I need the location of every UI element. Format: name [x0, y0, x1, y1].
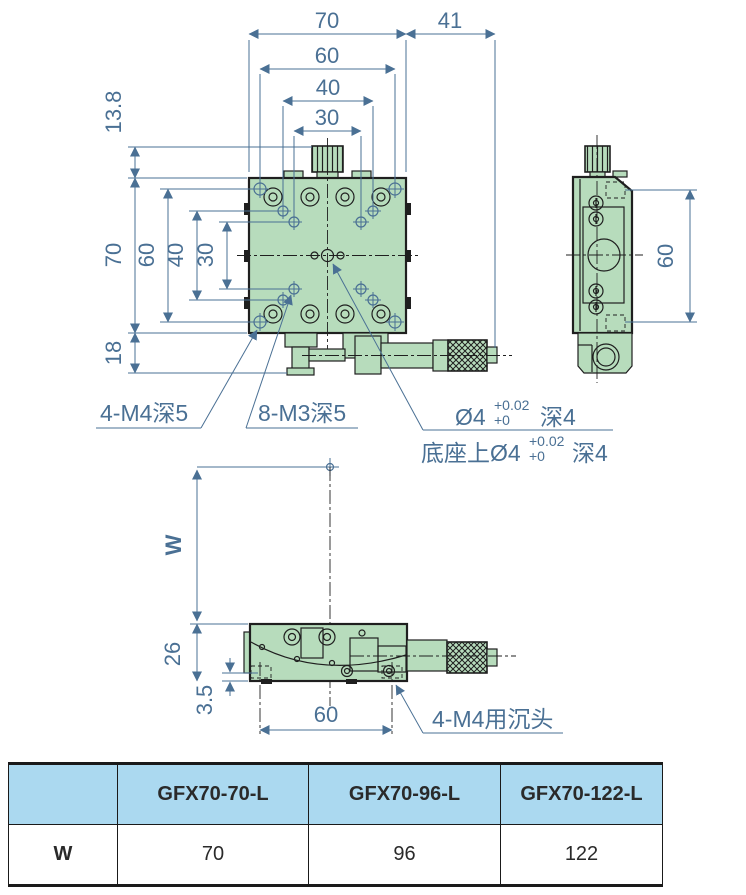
- table-header-model-3: GFX70-122-L: [500, 765, 662, 825]
- dimensions: 70 41 60 40 30 13.8 70 60 40 30 18 60: [101, 8, 697, 735]
- dimension-drawing: 70 41 60 40 30 13.8 70 60 40 30 18 60: [96, 8, 697, 735]
- callout-pin-tol-upper: +0.02: [494, 397, 530, 413]
- callout-m3: 8-M3深5: [258, 400, 346, 426]
- dim-left-18: 18: [101, 341, 126, 365]
- bottom-screws: [283, 628, 336, 646]
- spring-curve: [250, 641, 407, 666]
- table-header-empty: [9, 765, 117, 825]
- callout-m4: 4-M4深5: [100, 400, 188, 426]
- side-screws: [588, 195, 604, 315]
- m3-holes: [275, 203, 381, 308]
- table-value-1: 70: [117, 825, 308, 884]
- dim-top-41: 41: [438, 8, 462, 33]
- micrometer-flange: [354, 335, 382, 375]
- table-value-3: 122: [500, 825, 662, 884]
- dim-top-40: 40: [316, 75, 340, 100]
- side-clamp-tabs: [244, 203, 411, 309]
- dim-top-30: 30: [315, 105, 339, 130]
- dim-left-30: 30: [193, 243, 218, 267]
- table-value-2: 96: [308, 825, 500, 884]
- dim-left-70: 70: [101, 243, 126, 267]
- dim-bottom-60: 60: [314, 702, 338, 727]
- bottom-view: [243, 458, 516, 706]
- callout-counterbore: 4-M4用沉头: [432, 706, 553, 732]
- hidden-hole-bottom: [605, 314, 626, 332]
- table-header-row: GFX70-70-L GFX70-96-L GFX70-122-L: [9, 765, 662, 825]
- table-row-label-w: W: [9, 825, 117, 884]
- dim-bottom-3p5: 3.5: [192, 685, 217, 716]
- center-pin-holes: [310, 248, 345, 263]
- callout-pin-base-tol-lower: +0: [529, 448, 545, 464]
- dim-bottom-w: W: [161, 534, 186, 555]
- callout-pin-depth: 深4: [540, 404, 576, 430]
- callout-pin-base-dia: 底座上Ø4: [421, 440, 521, 466]
- callout-pin-tol-lower: +0: [494, 412, 510, 428]
- hidden-hole-top: [605, 181, 626, 199]
- callout-pin-base-depth: 深4: [572, 440, 608, 466]
- callout-pin-base-tol-upper: +0.02: [529, 433, 565, 449]
- side-view: [566, 135, 643, 383]
- callouts: 4-M4深5 8-M3深5 Ø4 +0.02 +0 深4 底座上Ø4 +0.02…: [96, 263, 613, 734]
- micrometer-tip: [486, 346, 498, 364]
- dim-left-40: 40: [163, 243, 188, 267]
- callout-pin-dia: Ø4: [455, 404, 486, 430]
- carriage-screw-holes: [263, 187, 391, 324]
- micrometer-bottom-view: [350, 639, 516, 674]
- table-header-model-1: GFX70-70-L: [117, 765, 308, 825]
- dim-bottom-26: 26: [160, 642, 185, 666]
- top-view: [237, 138, 512, 376]
- table-header-model-2: GFX70-96-L: [308, 765, 500, 825]
- side-base: [577, 332, 633, 374]
- dim-left-60: 60: [134, 243, 159, 267]
- table-data-row: W 70 96 122: [9, 825, 662, 884]
- dim-top-70: 70: [315, 8, 339, 33]
- model-spec-table: GFX70-70-L GFX70-96-L GFX70-122-L W 70 9…: [8, 762, 663, 887]
- micrometer-top-view: [284, 332, 512, 376]
- dim-side-60: 60: [653, 244, 678, 268]
- dim-left-13p8: 13.8: [101, 91, 126, 134]
- dim-top-60: 60: [315, 43, 339, 68]
